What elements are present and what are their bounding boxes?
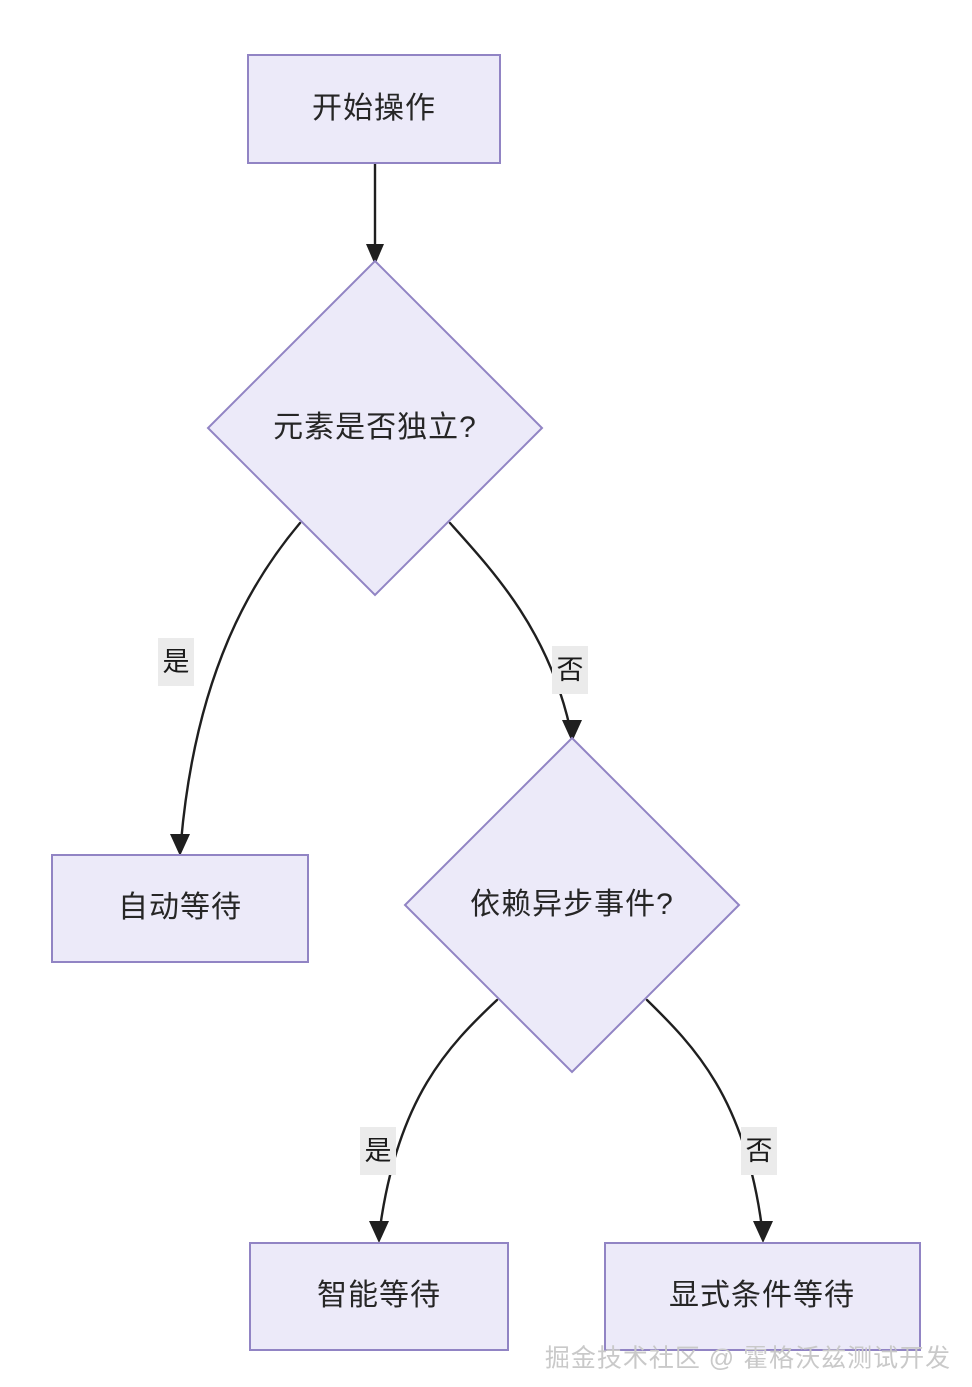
node-label-smart-wait: 智能等待 <box>317 1279 441 1312</box>
node-diamond <box>403 736 741 1074</box>
edge-decision1-yes-to-auto-wait: 是 <box>158 521 302 856</box>
arrowhead-icon <box>170 834 190 856</box>
arrowhead-icon <box>369 1221 389 1243</box>
edge-label-yes-2: 是 <box>365 1136 392 1166</box>
node-label-explicit-wait: 显式条件等待 <box>669 1279 855 1312</box>
edge-label-background <box>552 646 588 694</box>
edge-decision1-no-to-decision2: 否 <box>448 521 588 742</box>
node-label-start: 开始操作 <box>312 92 436 125</box>
node-smart-wait[interactable]: 智能等待 <box>249 1242 509 1351</box>
edge-line <box>448 521 572 730</box>
edge-label-no-1: 否 <box>557 655 584 685</box>
node-start-operation[interactable]: 开始操作 <box>247 54 501 164</box>
arrowhead-icon <box>366 244 384 265</box>
node-label-auto-wait: 自动等待 <box>118 891 242 924</box>
node-auto-wait[interactable]: 自动等待 <box>51 854 309 963</box>
node-rectangle <box>247 54 501 164</box>
edge-decision2-no-to-explicit-wait: 否 <box>645 998 777 1243</box>
node-decision-element-independent[interactable]: 元素是否独立? <box>206 259 544 597</box>
node-decision-async-event[interactable]: 依赖异步事件? <box>403 736 741 1074</box>
node-explicit-condition-wait[interactable]: 显式条件等待 <box>604 1242 921 1351</box>
node-label-decision1: 元素是否独立? <box>273 411 477 444</box>
edge-label-yes-1: 是 <box>163 647 190 677</box>
node-rectangle <box>249 1242 509 1351</box>
arrowhead-icon <box>753 1221 773 1243</box>
arrowhead-icon <box>562 720 582 742</box>
node-rectangle <box>51 854 309 963</box>
edge-start-to-decision1 <box>366 161 384 265</box>
edge-label-background <box>741 1127 777 1175</box>
watermark: 掘金技术社区 @ 霍格沃兹测试开发 <box>545 1345 951 1373</box>
node-diamond <box>206 259 544 597</box>
edge-decision2-yes-to-smart-wait: 是 <box>360 998 499 1243</box>
edge-line <box>179 521 302 844</box>
edge-line <box>645 998 764 1230</box>
node-label-decision2: 依赖异步事件? <box>470 888 674 921</box>
edge-label-no-2: 否 <box>746 1136 773 1166</box>
edge-label-background <box>158 638 194 686</box>
edge-line <box>378 998 499 1230</box>
node-rectangle <box>604 1242 921 1351</box>
edge-label-background <box>360 1127 396 1175</box>
